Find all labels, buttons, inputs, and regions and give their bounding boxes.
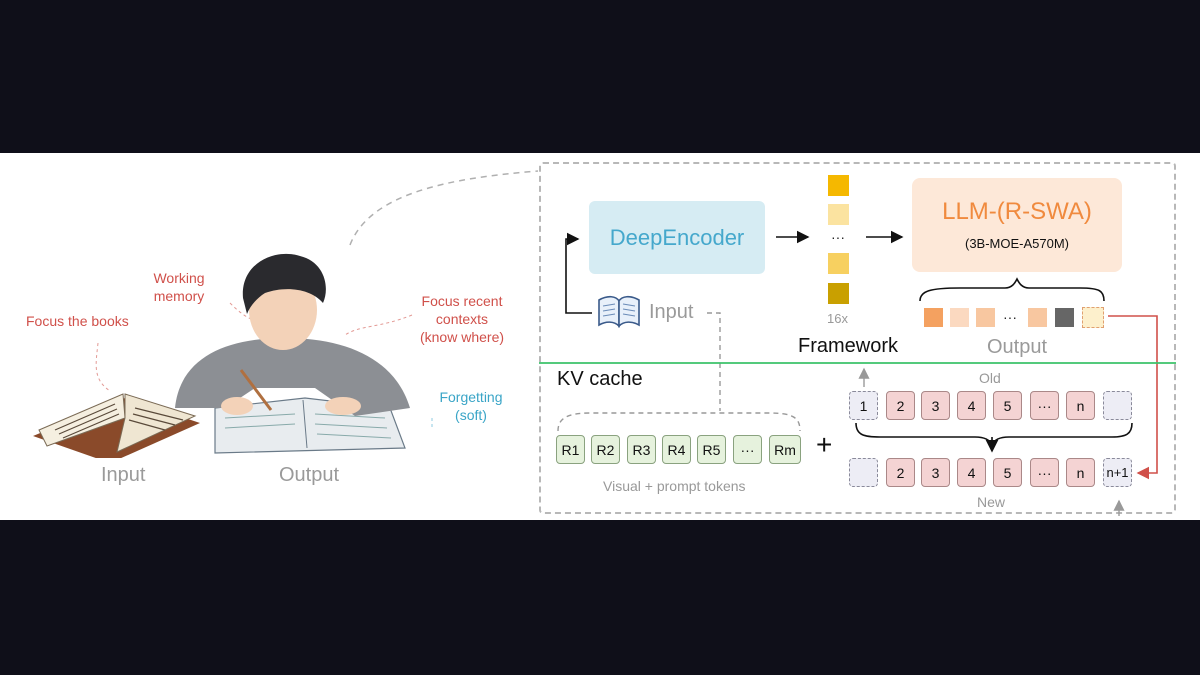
- old-token: 3: [921, 391, 950, 420]
- student-figure: [175, 253, 410, 416]
- framework-output-label: Output: [987, 336, 1048, 358]
- stack-token-2: [828, 204, 849, 225]
- new-token: 5: [993, 458, 1022, 487]
- illustration-output-label: Output: [279, 464, 340, 486]
- stack-token-4: [828, 283, 849, 304]
- input-book-icon: [598, 295, 640, 328]
- old-token: 5: [993, 391, 1022, 420]
- output-ellipsis: ···: [1003, 309, 1017, 325]
- kv-cache-label: KV cache: [557, 368, 643, 390]
- framework-input-label: Input: [649, 301, 694, 323]
- new-token: ···: [1030, 458, 1059, 487]
- new-token: 4: [957, 458, 986, 487]
- plus-sign: +: [816, 429, 833, 460]
- visual-token: R1: [556, 435, 585, 464]
- llm-title: LLM-(R-SWA): [942, 198, 1092, 225]
- output-square-6: [1082, 307, 1104, 328]
- stack-count: 16x: [827, 311, 848, 326]
- flow-arrows: [539, 230, 1176, 516]
- stack-token-3: [828, 253, 849, 274]
- connector-lines: [95, 170, 539, 428]
- new-token: n: [1066, 458, 1095, 487]
- visual-token: ···: [733, 435, 762, 464]
- visual-token: Rm: [769, 435, 801, 464]
- visual-tokens-caption: Visual + prompt tokens: [603, 478, 746, 494]
- old-token: 2: [886, 391, 915, 420]
- stack-ellipsis: ···: [831, 229, 845, 245]
- old-token-empty: [1103, 391, 1132, 420]
- output-square-5: [1055, 308, 1074, 327]
- new-token: 3: [921, 458, 950, 487]
- open-book-icon: [33, 393, 200, 458]
- old-token: ···: [1030, 391, 1059, 420]
- old-token: n: [1066, 391, 1095, 420]
- old-token: 1: [849, 391, 878, 420]
- stack-token-1: [828, 175, 849, 196]
- output-square-4: [1028, 308, 1047, 327]
- diagram-stage: Working memory Focus the books Focus rec…: [0, 153, 1200, 520]
- old-token: 4: [957, 391, 986, 420]
- llm-subtitle: (3B-MOE-A570M): [964, 236, 1070, 251]
- framework-frame: [539, 162, 1176, 514]
- student-illustration: [33, 253, 410, 458]
- new-token: n+1: [1103, 458, 1132, 487]
- annotation-focus-recent: Focus recent contexts (know where): [419, 293, 505, 345]
- illustration-input-label: Input: [101, 464, 146, 486]
- deep-encoder-box: DeepEncoder: [589, 201, 765, 274]
- visual-token: R2: [591, 435, 620, 464]
- annotation-focus-books: Focus the books: [26, 313, 129, 329]
- new-token-empty: [849, 458, 878, 487]
- output-square-3: [976, 308, 995, 327]
- annotation-working-memory: Working memory: [153, 270, 205, 304]
- old-label: Old: [979, 370, 1001, 386]
- visual-token: R4: [662, 435, 691, 464]
- output-square-2: [950, 308, 969, 327]
- new-token: 2: [886, 458, 915, 487]
- annotation-forgetting: Forgetting (soft): [439, 389, 503, 423]
- output-square-1: [924, 308, 943, 327]
- new-label: New: [977, 494, 1006, 510]
- llm-box: LLM-(R-SWA) (3B-MOE-A570M): [912, 178, 1122, 272]
- visual-token: R5: [697, 435, 726, 464]
- visual-token: R3: [627, 435, 656, 464]
- framework-title: Framework: [798, 335, 899, 357]
